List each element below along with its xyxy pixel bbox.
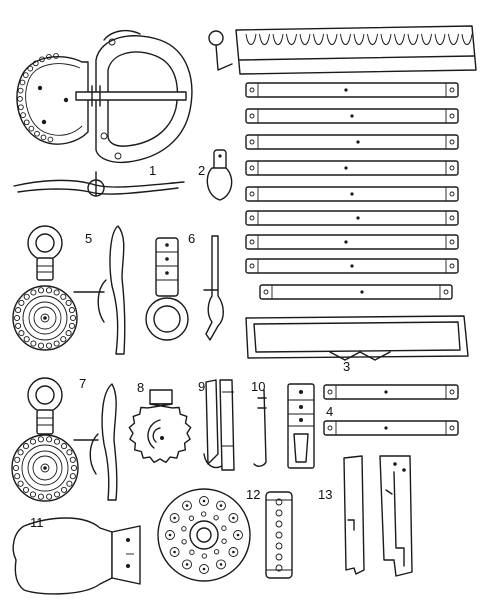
figure-label-6: 6 <box>188 231 195 246</box>
figure-label-11: 11 <box>30 515 44 530</box>
rosette-pendant-drawing <box>12 225 126 355</box>
figure-label-7: 7 <box>79 376 86 391</box>
buckle-drawing <box>13 29 193 197</box>
hinge-fitting-drawing <box>343 455 413 577</box>
figure-label-3: 3 <box>343 359 350 374</box>
figure-label-1: 1 <box>149 163 156 178</box>
tongue-plate-drawing <box>12 517 141 595</box>
strap-end-drawing <box>203 379 235 471</box>
figure-label-13: 13 <box>318 487 332 502</box>
stud-drawing <box>206 149 233 201</box>
hook-mount-drawing <box>253 383 315 469</box>
rosette-pendant-2-drawing <box>11 377 118 502</box>
figure-label-12: 12 <box>246 487 260 502</box>
ring-mount-drawing <box>145 235 224 341</box>
comb-plate-drawing <box>208 25 477 75</box>
strap-bars-drawing <box>245 82 459 300</box>
short-bars-drawing <box>323 384 459 436</box>
figure-label-9: 9 <box>198 379 205 394</box>
large-mount-drawing <box>245 315 469 361</box>
figure-label-10: 10 <box>251 379 265 394</box>
figure-label-2: 2 <box>198 163 205 178</box>
scalloped-disc-drawing <box>128 389 192 464</box>
figure-label-4: 4 <box>326 404 333 419</box>
figure-label-8: 8 <box>137 380 144 395</box>
figure-label-5: 5 <box>85 231 92 246</box>
decorated-disc-drawing <box>157 488 293 582</box>
